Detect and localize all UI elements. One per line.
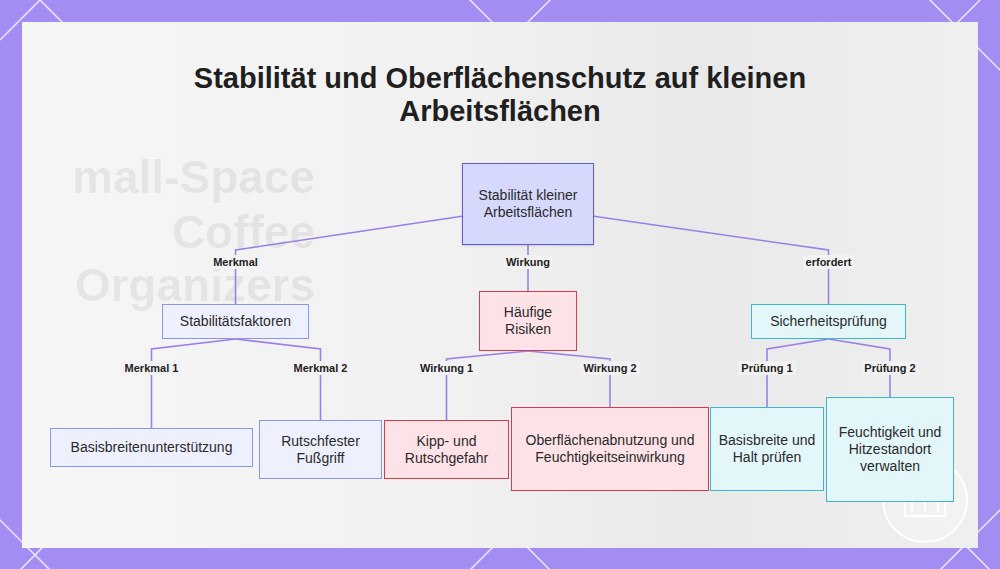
box-label: Basisbreitenunterstützung [65, 435, 239, 460]
edge-label: erfordert [803, 255, 855, 269]
box-label: Kipp- und Rutschgefahr [385, 429, 508, 471]
text-stack: Basisbreitenunterstützung [65, 435, 239, 460]
root-box: Stabilität kleiner Arbeitsflächen [462, 163, 594, 245]
text-stack: Rutschfester Fußgriff [260, 429, 381, 471]
concept-box: Basisbreite und Halt prüfen [710, 407, 824, 491]
box-label: Stabilitätsfaktoren [174, 309, 297, 334]
text-stack: Stabilität kleiner Arbeitsflächen [463, 183, 593, 225]
text-stack: Stabilitätsfaktoren [174, 309, 297, 334]
watermark-text: mall-Space [72, 150, 315, 204]
concept-box: Oberflächenabnutzung und Feuchtigkeitsei… [511, 407, 709, 491]
edge-label: Prüfung 1 [738, 361, 795, 375]
box-label: Sicherheitsprüfung [764, 309, 893, 334]
edge-label: Merkmal [210, 255, 261, 269]
concept-box: Sicherheitsprüfung [751, 304, 906, 339]
edge-label: Prüfung 2 [861, 361, 918, 375]
connector-line [594, 216, 829, 304]
concept-box: Feuchtigkeit und Hitzestandort verwalten [826, 397, 954, 502]
text-stack: Basisbreite und Halt prüfen [711, 428, 823, 470]
concept-box: Stabilitätsfaktoren [162, 304, 309, 339]
text-stack: Kipp- und Rutschgefahr [385, 429, 508, 471]
box-label: Häufige Risiken [480, 300, 576, 342]
edge-label: Merkmal 2 [291, 361, 351, 375]
edge-label: Merkmal 1 [122, 361, 182, 375]
text-stack: Oberflächenabnutzung und Feuchtigkeitsei… [512, 428, 708, 470]
concept-box: Kipp- und Rutschgefahr [384, 420, 509, 479]
watermark-text: Coffee [172, 205, 315, 259]
box-label: Feuchtigkeit und Hitzestandort verwalten [827, 420, 953, 479]
text-stack: Sicherheitsprüfung [764, 309, 893, 334]
edge-label: Wirkung 1 [417, 361, 476, 375]
diagram-title: Stabilität und Oberflächenschutz auf kle… [190, 62, 810, 128]
text-stack: Feuchtigkeit und Hitzestandort verwalten [827, 420, 953, 479]
text-stack: Häufige Risiken [480, 300, 576, 342]
concept-box: Rutschfester Fußgriff [259, 420, 382, 479]
edge-label: Wirkung [503, 255, 553, 269]
connector-line [528, 351, 610, 407]
box-label: Rutschfester Fußgriff [260, 429, 381, 471]
concept-box: Häufige Risiken [479, 291, 577, 351]
connector-line [236, 216, 463, 304]
box-label: Basisbreite und Halt prüfen [711, 428, 823, 470]
connector-line [152, 339, 236, 428]
box-label: Stabilität kleiner Arbeitsflächen [463, 183, 593, 225]
box-label: Oberflächenabnutzung und Feuchtigkeitsei… [512, 428, 708, 470]
edge-label: Wirkung 2 [580, 361, 639, 375]
concept-box: Basisbreitenunterstützung [50, 428, 253, 467]
connector-line [236, 339, 321, 420]
